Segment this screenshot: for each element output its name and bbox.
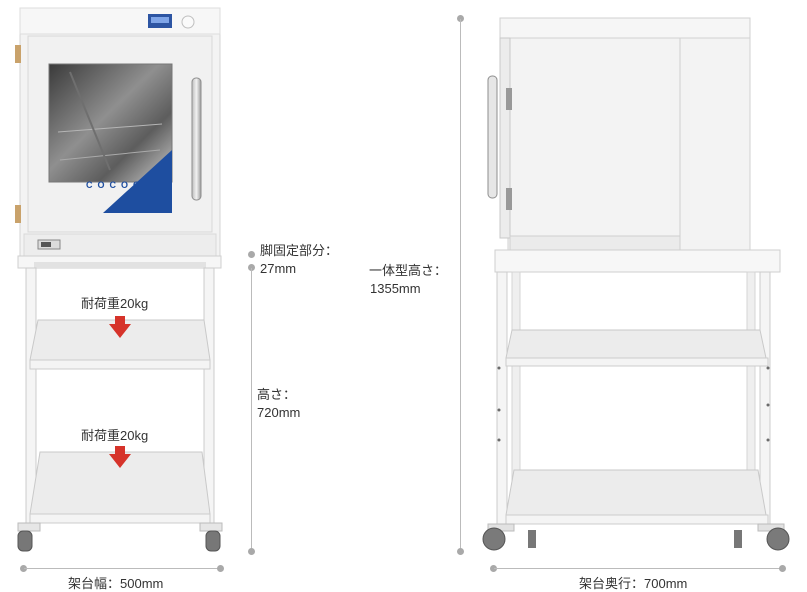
incubator-side-body	[507, 37, 751, 253]
side-lower-shelf	[505, 469, 767, 516]
side-stand-top-plate	[494, 249, 781, 273]
leg-dimension-label-1: 脚固定部分：	[260, 243, 339, 258]
side-leg-back	[759, 271, 771, 525]
dim-dot	[20, 565, 27, 572]
caster-right	[205, 530, 221, 552]
side-caster-front	[482, 527, 506, 551]
caster-left	[17, 530, 33, 552]
dim-dot	[457, 15, 464, 22]
load-arrow-top-icon	[109, 316, 131, 338]
total-height-label-1: 一体型高さ：	[369, 263, 448, 278]
side-upper-shelf	[505, 329, 767, 359]
dim-dot	[248, 264, 255, 271]
total-height-dimension-line	[460, 19, 461, 550]
depth-dimension-line	[494, 568, 782, 569]
viewing-window	[48, 63, 173, 183]
brand-logo: COCOCHI	[86, 180, 164, 190]
dim-dot	[779, 565, 786, 572]
dim-dot	[457, 548, 464, 555]
load-label-top: 耐荷重20kg	[81, 296, 149, 311]
depth-dimension-label: 架台奥行：700mm	[579, 576, 688, 591]
height-dimension-line	[251, 268, 252, 551]
dim-dot	[248, 548, 255, 555]
hinge-top	[15, 45, 21, 63]
dim-dot	[248, 251, 255, 258]
brand-triangle	[103, 150, 172, 213]
height-dimension-label-2: 720mm	[257, 405, 301, 420]
total-height-label-2: 1355mm	[370, 281, 421, 296]
leg-dimension-label-2: 27mm	[260, 261, 297, 276]
control-knob	[181, 15, 195, 29]
width-dimension-label: 架台幅：500mm	[68, 576, 164, 591]
hinge-bottom	[15, 205, 21, 223]
door-handle	[191, 77, 202, 201]
height-dimension-label-1: 高さ：	[257, 387, 297, 402]
side-leg-front	[496, 271, 508, 525]
dim-dot	[490, 565, 497, 572]
load-label-bottom: 耐荷重20kg	[81, 428, 149, 443]
side-view-illustration	[482, 17, 790, 551]
incubator-side-top	[499, 17, 751, 41]
dim-dot	[217, 565, 224, 572]
door-handle-side	[487, 75, 498, 199]
side-caster-back	[766, 527, 790, 551]
load-arrow-bottom-icon	[109, 446, 131, 468]
front-view-illustration	[15, 7, 223, 552]
width-dimension-line	[24, 568, 220, 569]
